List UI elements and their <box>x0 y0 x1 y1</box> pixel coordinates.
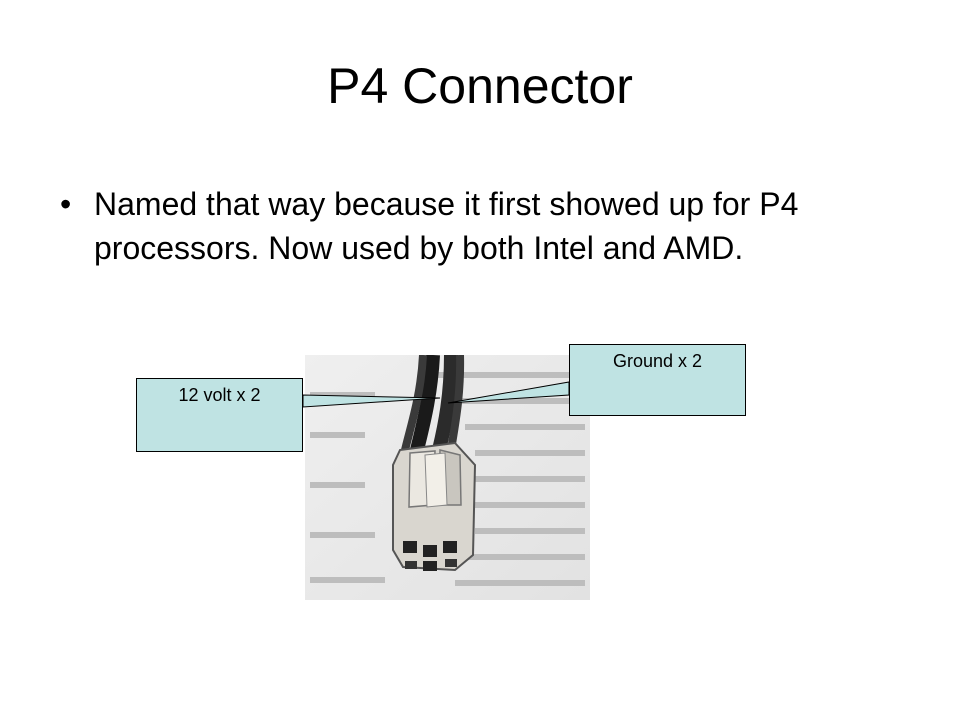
connector-photo <box>305 355 590 600</box>
bullet-marker: • <box>60 186 72 222</box>
slide-title: P4 Connector <box>327 58 633 114</box>
bullet-list: • Named that way because it first showed… <box>60 182 880 270</box>
leader-ground <box>447 381 570 404</box>
bullet-text: Named that way because it first showed u… <box>94 186 799 266</box>
bullet-item: • Named that way because it first showed… <box>60 182 880 270</box>
leader-12v <box>302 394 441 408</box>
callout-ground: Ground x 2 <box>569 344 746 416</box>
connector-housing <box>392 441 477 572</box>
callout-12-volt: 12 volt x 2 <box>136 378 303 452</box>
